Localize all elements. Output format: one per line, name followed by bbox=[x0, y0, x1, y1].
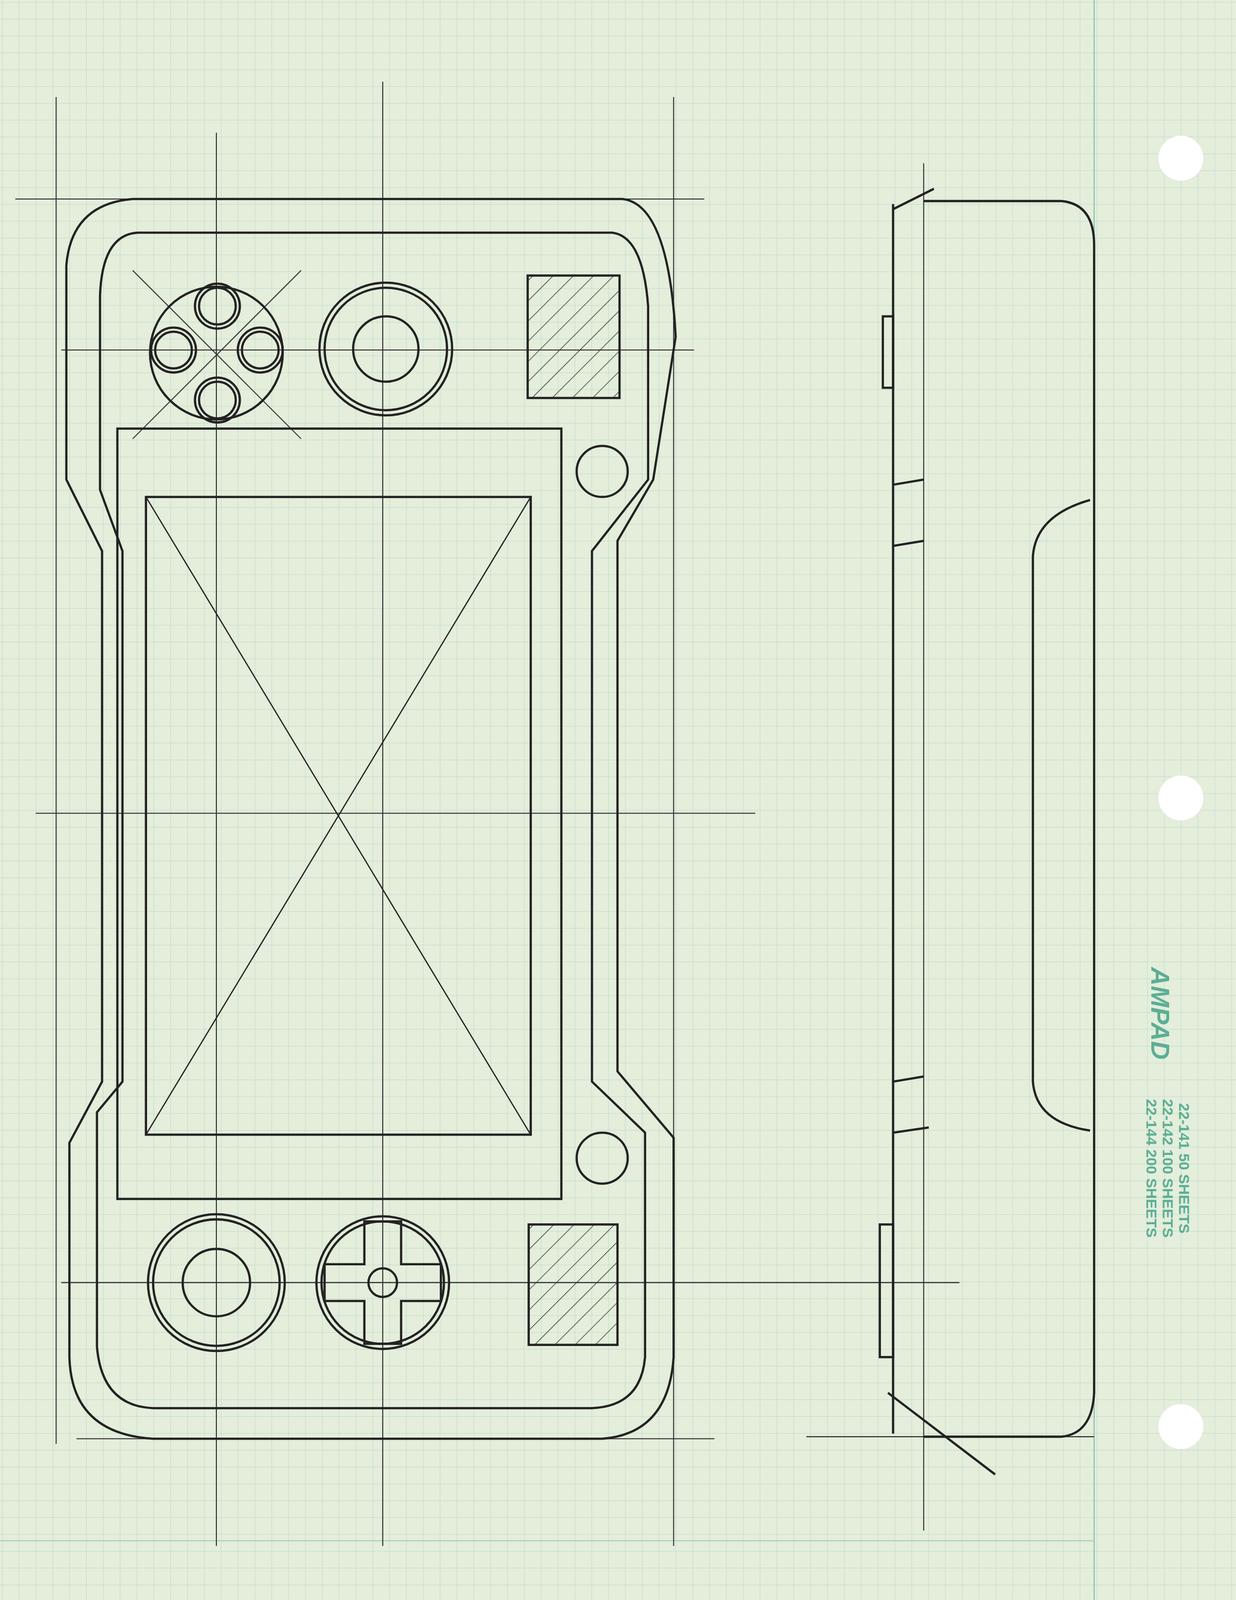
product-code: 22-144 200 SHEETS bbox=[1142, 1099, 1160, 1238]
side-view bbox=[879, 188, 1095, 1475]
punch-holes bbox=[1158, 135, 1204, 1450]
margin-line bbox=[0, 1540, 1095, 1542]
construction-lines bbox=[15, 81, 1095, 1547]
brand-mark: AMPAD bbox=[1145, 967, 1176, 1061]
product-code: 22-142 100 SHEETS bbox=[1159, 1099, 1177, 1238]
front-view bbox=[66, 199, 676, 1440]
product-code: 22-141 50 SHEETS bbox=[1175, 1103, 1193, 1234]
